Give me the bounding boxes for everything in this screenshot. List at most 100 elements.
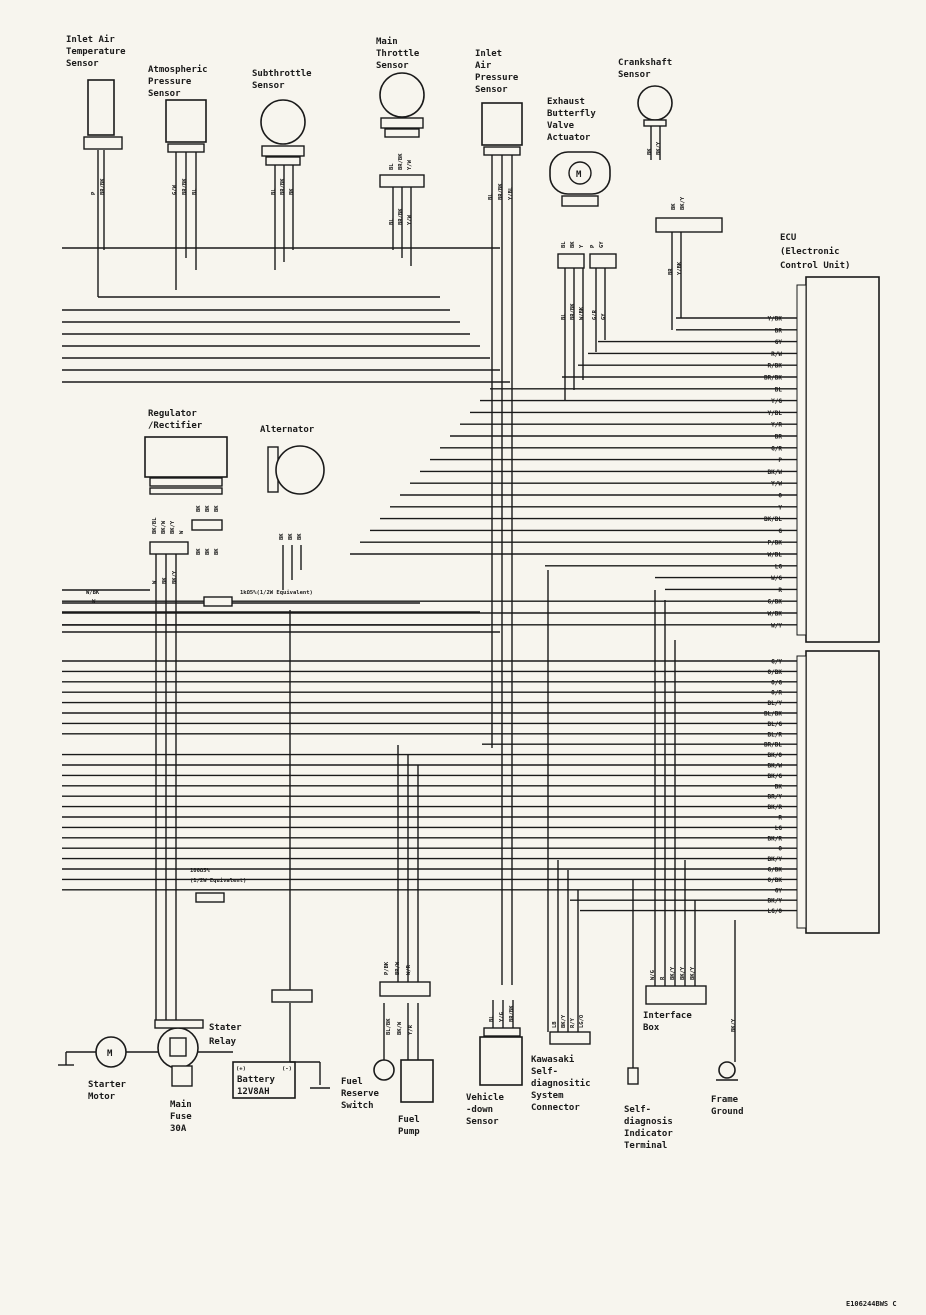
ecu-pin-label: BR/Y bbox=[768, 794, 783, 801]
ecu-pin-label: W/G bbox=[771, 575, 782, 582]
ecu-pin-label: P/BK bbox=[768, 540, 783, 547]
svg-text:Connector: Connector bbox=[531, 1103, 580, 1113]
svg-text:BK: BK bbox=[647, 148, 653, 155]
wire-label-w: W bbox=[92, 599, 96, 605]
svg-text:R: R bbox=[660, 976, 666, 980]
svg-text:Box: Box bbox=[643, 1023, 660, 1033]
svg-text:BR/BK: BR/BK bbox=[398, 208, 404, 225]
svg-text:Fuse: Fuse bbox=[170, 1112, 192, 1122]
svg-text:W/G: W/G bbox=[650, 969, 656, 980]
svg-text:BR/W: BR/W bbox=[395, 961, 401, 975]
svg-text:/Rectifier: /Rectifier bbox=[148, 420, 203, 431]
main-throttle-sensor: Main Throttle Sensor BL BR/BK Y/W BL BR/… bbox=[376, 36, 425, 225]
svg-text:Pressure: Pressure bbox=[475, 73, 519, 83]
svg-text:BL: BL bbox=[489, 1015, 495, 1022]
ecu-pin-label: BR/BL bbox=[764, 742, 782, 749]
svg-text:Exhaust: Exhaust bbox=[547, 97, 585, 107]
ecu-pin-label: R/BK bbox=[768, 363, 783, 370]
alternator: Alternator BK BK BK bbox=[260, 425, 325, 540]
fuel-pump: Fuel Pump bbox=[398, 1059, 434, 1137]
svg-text:BL/BK: BL/BK bbox=[386, 1018, 392, 1035]
ecu-pin-label: BK/Y bbox=[768, 856, 783, 863]
svg-text:BK: BK bbox=[214, 505, 220, 512]
svg-text:Sensor: Sensor bbox=[148, 89, 181, 99]
ecu-pin-label: O bbox=[778, 493, 782, 500]
svg-text:BK/Y: BK/Y bbox=[670, 966, 676, 980]
svg-text:BK/Y: BK/Y bbox=[680, 966, 686, 980]
subthrottle-sensor: Subthrottle Sensor BL BR/BK BK bbox=[252, 69, 312, 195]
ecu-pin-label: BL bbox=[775, 386, 783, 393]
svg-text:Crankshaft: Crankshaft bbox=[618, 58, 672, 68]
fuel-reserve-switch: Fuel Reserve Switch bbox=[341, 1059, 395, 1111]
svg-text:BK: BK bbox=[671, 203, 677, 210]
ecu-pin-label: W/BK bbox=[768, 611, 783, 618]
svg-text:BL: BL bbox=[389, 163, 395, 170]
svg-text:(-): (-) bbox=[282, 1066, 292, 1072]
ecu-pin-label: BR/BK bbox=[764, 375, 782, 382]
svg-text:(1/2W Equivalent): (1/2W Equivalent) bbox=[190, 878, 246, 884]
svg-text:Motor: Motor bbox=[88, 1092, 116, 1102]
svg-text:Sensor: Sensor bbox=[618, 70, 651, 80]
battery-connector bbox=[271, 989, 313, 1003]
svg-text:Self-: Self- bbox=[531, 1067, 558, 1077]
ecu-pin-label: BL/Y bbox=[768, 700, 783, 707]
ecu-pin-label: BK/BL bbox=[764, 516, 782, 523]
svg-text:BL: BL bbox=[561, 241, 567, 248]
svg-text:Reserve: Reserve bbox=[341, 1089, 380, 1099]
svg-text:Terminal: Terminal bbox=[624, 1140, 667, 1151]
svg-text:BK/Y: BK/Y bbox=[170, 520, 176, 534]
ecu-pin-label: BL/R bbox=[768, 731, 783, 738]
ecu-pin-label: G bbox=[778, 528, 782, 535]
kawasaki-self-diagnostic-connector: Kawasaki Self- diagnositic System Connec… bbox=[531, 1014, 591, 1113]
ecu: ECU (Electronic Control Unit) Y/BKBRGYR/… bbox=[764, 233, 880, 934]
svg-text:Control Unit): Control Unit) bbox=[780, 260, 850, 271]
svg-text:BL: BL bbox=[488, 193, 494, 200]
ecu-pin-label: Y/R bbox=[771, 422, 782, 429]
ecu-pin-label: BK/R bbox=[768, 835, 783, 842]
svg-text:R/Y: R/Y bbox=[570, 1017, 576, 1028]
svg-text:BK/Y: BK/Y bbox=[680, 196, 686, 210]
svg-text:100Ω5%: 100Ω5% bbox=[190, 868, 211, 874]
ecu-pin-label: LG bbox=[775, 825, 783, 832]
svg-text:BK: BK bbox=[205, 505, 211, 512]
ecu-pin-label: O/BK bbox=[768, 877, 783, 884]
svg-text:BK/Y: BK/Y bbox=[690, 966, 696, 980]
ecu-pin-label: W/BL bbox=[768, 552, 783, 559]
svg-text:Inlet Air: Inlet Air bbox=[66, 34, 115, 45]
svg-text:(+): (+) bbox=[236, 1066, 246, 1072]
ecu-pin-label: Y/BL bbox=[768, 410, 783, 417]
ecu-pin-label: G/BK bbox=[768, 867, 783, 874]
ecu-pin-label: BR bbox=[775, 434, 783, 441]
ecu-pin-label: BK/R bbox=[768, 804, 783, 811]
svg-text:BK: BK bbox=[289, 188, 295, 195]
svg-text:Kawasaki: Kawasaki bbox=[531, 1054, 575, 1065]
svg-text:LB: LB bbox=[552, 1021, 558, 1028]
svg-text:BK: BK bbox=[196, 505, 202, 512]
ecu-pin-label: R bbox=[778, 587, 782, 594]
svg-text:Self-: Self- bbox=[624, 1105, 651, 1115]
svg-text:1kΩ5%(1/2W Equivalent): 1kΩ5%(1/2W Equivalent) bbox=[240, 590, 313, 596]
svg-text:diagnosis: diagnosis bbox=[624, 1116, 673, 1127]
ecu-pin-label: BK/W bbox=[768, 469, 783, 476]
ecu-pin-label: O/R bbox=[771, 690, 782, 697]
frame-ground: Frame Ground BK/Y bbox=[711, 1018, 744, 1117]
svg-text:P: P bbox=[91, 191, 97, 195]
svg-text:System: System bbox=[531, 1091, 564, 1101]
svg-text:BK: BK bbox=[279, 533, 285, 540]
inlet-air-temperature-sensor: Inlet Air Temperature Sensor P BR/BK bbox=[66, 34, 126, 195]
svg-text:-down: -down bbox=[466, 1105, 493, 1115]
svg-text:12V8AH: 12V8AH bbox=[237, 1087, 270, 1097]
ecu-pin-label: GY bbox=[775, 339, 783, 346]
svg-text:BK/BL: BK/BL bbox=[152, 517, 158, 534]
ecu-pin-label: BK/O bbox=[768, 752, 783, 759]
svg-text:Vehicle: Vehicle bbox=[466, 1092, 505, 1103]
svg-text:Starter: Starter bbox=[88, 1080, 127, 1090]
ecu-pin-label: LG/O bbox=[768, 908, 783, 915]
svg-text:BR/BK: BR/BK bbox=[570, 303, 576, 320]
ecu-pin-label: O/BK bbox=[768, 669, 783, 676]
ecu-pin-label: LG bbox=[775, 563, 783, 570]
inlet-air-pressure-sensor: Inlet Air Pressure Sensor BL BR/BK Y/BL bbox=[475, 49, 523, 200]
ecu-pin-label: GY bbox=[775, 887, 783, 894]
svg-text:W/BK: W/BK bbox=[579, 306, 585, 320]
battery: (+) (-) Battery 12V8AH bbox=[232, 1061, 330, 1099]
